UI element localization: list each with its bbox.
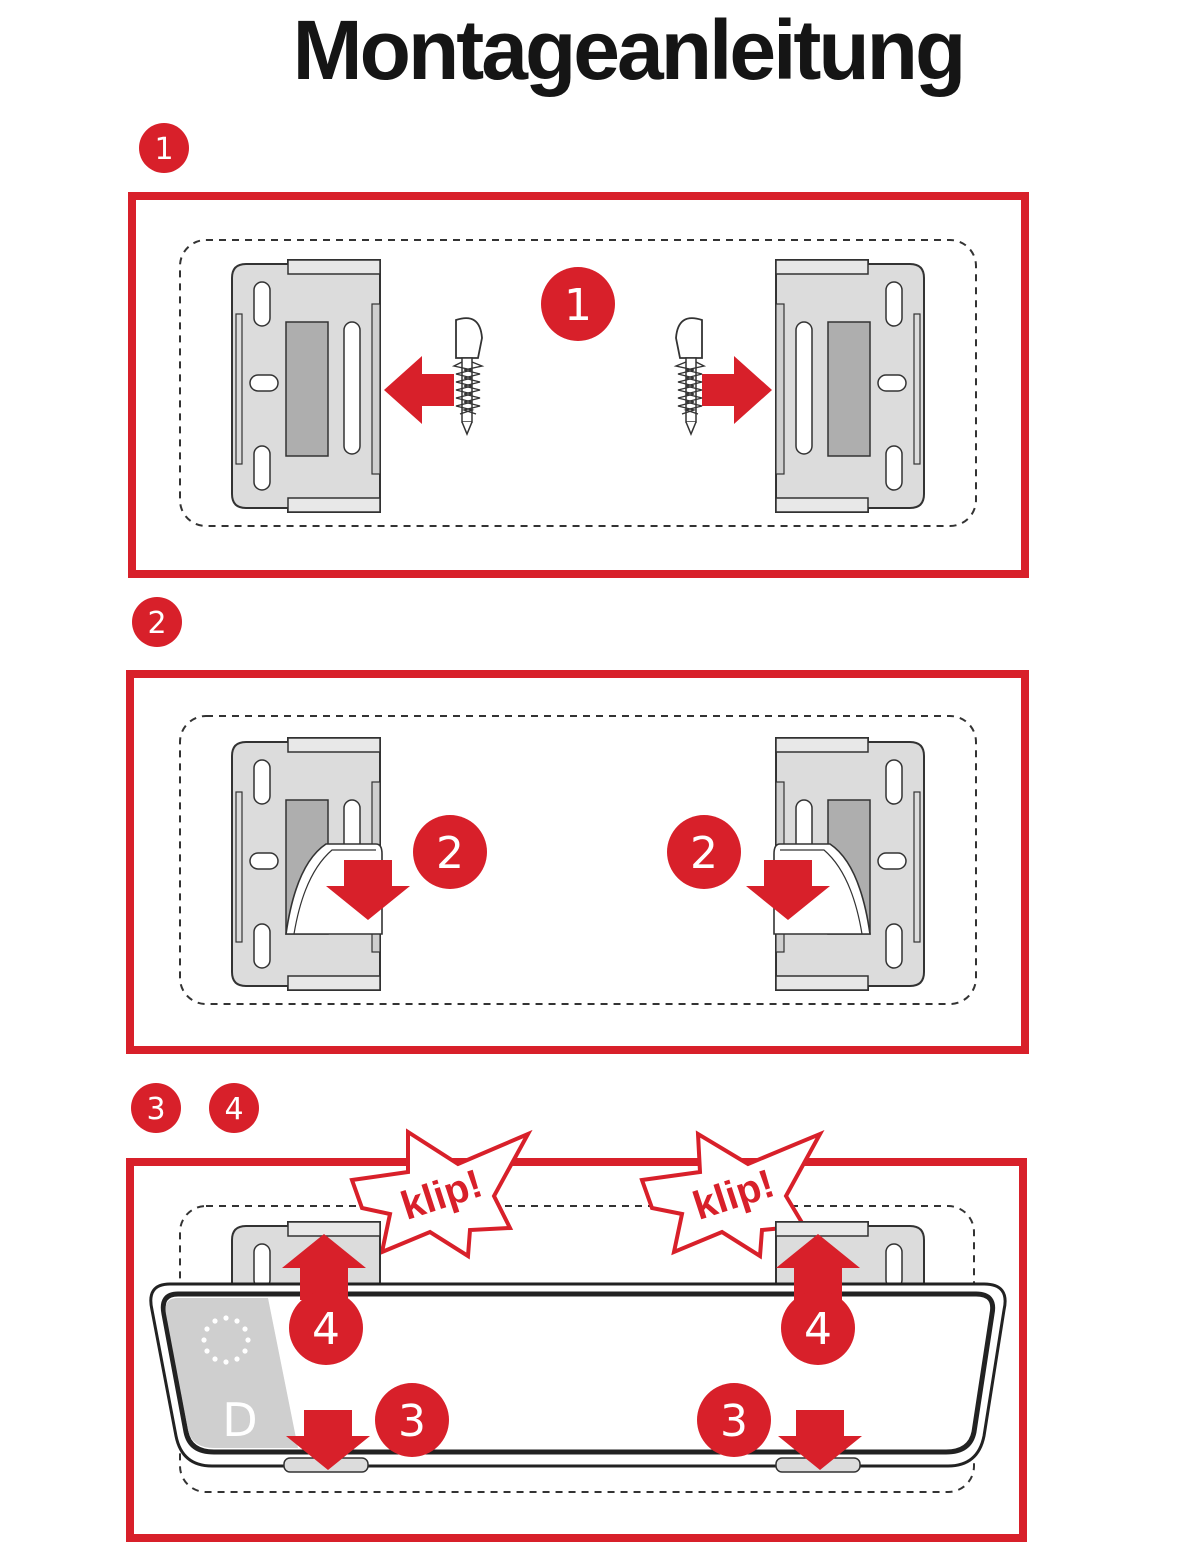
step-3-panel xyxy=(126,1158,1027,1542)
step-2-badge-label: 2 xyxy=(147,606,166,641)
step-3-inner-badge-left: 3 xyxy=(375,1383,449,1457)
step-1-inner-badge-label: 1 xyxy=(564,280,592,331)
left-arrow xyxy=(384,356,454,424)
step-2-inner-badge-left: 2 xyxy=(413,815,487,889)
mirror: D xyxy=(149,1282,1007,1473)
left-up-arrow xyxy=(282,1234,366,1300)
right-bracket xyxy=(775,259,925,513)
step-3-inner-badge-left-label: 3 xyxy=(398,1396,426,1447)
step-2-inner-badge-right: 2 xyxy=(667,815,741,889)
page-title: Montageanleitung xyxy=(292,3,967,97)
step-4-badge: 4 xyxy=(209,1083,259,1133)
step-2-inner-badge-left-label: 2 xyxy=(436,828,464,879)
right-arrow xyxy=(702,356,772,424)
step-3-badge-label: 3 xyxy=(146,1092,165,1127)
step-4-inner-badge-right-label: 4 xyxy=(804,1304,832,1355)
step-4-inner-badge-left: 4 xyxy=(289,1291,363,1365)
step-3-badge: 3 xyxy=(131,1083,181,1133)
step-2-inner-badge-right-label: 2 xyxy=(690,828,718,879)
plate-letter: D xyxy=(222,1393,257,1447)
step-1-outline xyxy=(179,239,977,527)
left-screw-icon xyxy=(453,317,483,435)
right-screw-icon xyxy=(675,317,705,435)
step-4-badge-label: 4 xyxy=(224,1092,243,1127)
left-bracket xyxy=(231,259,381,513)
step-2-panel xyxy=(126,670,1029,1054)
step-1-badge: 1 xyxy=(139,123,189,173)
eu-stars-icon xyxy=(201,1315,251,1365)
step-3-inner-badge-right-label: 3 xyxy=(720,1396,748,1447)
step-2-badge: 2 xyxy=(132,597,182,647)
step-3-inner-badge-right: 3 xyxy=(697,1383,771,1457)
right-up-arrow xyxy=(776,1234,860,1300)
left-klip-burst: klip! xyxy=(349,1128,533,1260)
step-1-inner-badge: 1 xyxy=(541,267,615,341)
step-2-outline xyxy=(179,715,977,1005)
step-1-panel xyxy=(128,192,1029,578)
step-1-badge-label: 1 xyxy=(154,132,173,167)
step-4-inner-badge-left-label: 4 xyxy=(312,1304,340,1355)
step-4-inner-badge-right: 4 xyxy=(781,1291,855,1365)
